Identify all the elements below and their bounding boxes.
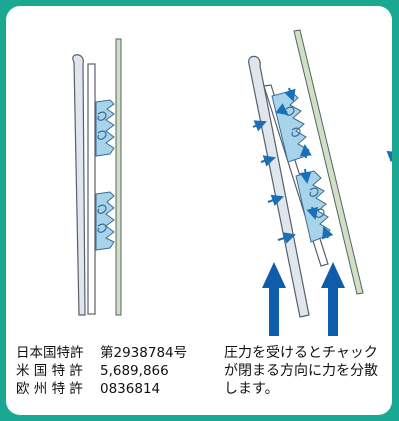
- force-arrow-10: [322, 226, 334, 240]
- left-hook-4: [97, 223, 107, 233]
- patent-label: 米 国 特 許: [16, 363, 83, 379]
- patent-label: 欧 州 特 許: [16, 381, 83, 397]
- patent-row: 欧 州 特 許 0836814: [16, 380, 187, 398]
- zipper-diagram: [72, 29, 392, 336]
- explanation-line: 圧力を受けるとチャック: [224, 345, 378, 361]
- patent-row: 日本国特許 第2938784号: [16, 344, 187, 362]
- left-hook-3: [97, 204, 107, 214]
- pressure-arrow-right: [321, 262, 345, 336]
- force-arrow-7: [299, 144, 312, 159]
- right-hook-2: [291, 127, 301, 137]
- patent-number: 第2938784号: [100, 345, 188, 361]
- force-arrow-3: [267, 194, 284, 207]
- force-arrow-8: [299, 168, 312, 184]
- force-arrow-6: [275, 103, 289, 116]
- left-green-strip: [115, 38, 122, 316]
- explanation-line: が閉まる方向に力を分散: [224, 363, 378, 379]
- explanation-line: します。: [224, 381, 279, 397]
- force-arrow-4: [277, 232, 296, 244]
- patent-row: 米 国 特 許 5,689,866: [16, 362, 187, 380]
- left-film-inner: [87, 63, 96, 315]
- patent-number: 0836814: [100, 381, 161, 397]
- force-arrow-9: [306, 206, 319, 220]
- left-zipper-lower: [95, 191, 115, 251]
- patent-number: 5,689,866: [100, 363, 169, 379]
- left-zipper-upper: [95, 99, 115, 157]
- force-arrow-2: [260, 155, 276, 167]
- force-arrow-11: [386, 150, 392, 163]
- left-hook-1: [97, 111, 107, 121]
- explanation-text: 圧力を受けるとチャック が閉まる方向に力を分散 します。: [224, 344, 378, 398]
- right-hook-3: [309, 187, 319, 197]
- left-zipper-figure: [72, 38, 122, 316]
- pressure-arrow-left: [262, 262, 286, 336]
- force-arrow-1: [252, 120, 267, 132]
- left-film-outer: [72, 54, 86, 316]
- right-green-strip: [293, 29, 364, 295]
- left-hook-2: [97, 130, 107, 140]
- patent-label: 日本国特許: [16, 345, 84, 361]
- patent-list: 日本国特許 第2938784号 米 国 特 許 5,689,866 欧 州 特 …: [16, 344, 187, 398]
- diagram-panel: 日本国特許 第2938784号 米 国 特 許 5,689,866 欧 州 特 …: [6, 6, 392, 415]
- force-arrow-5: [284, 87, 296, 102]
